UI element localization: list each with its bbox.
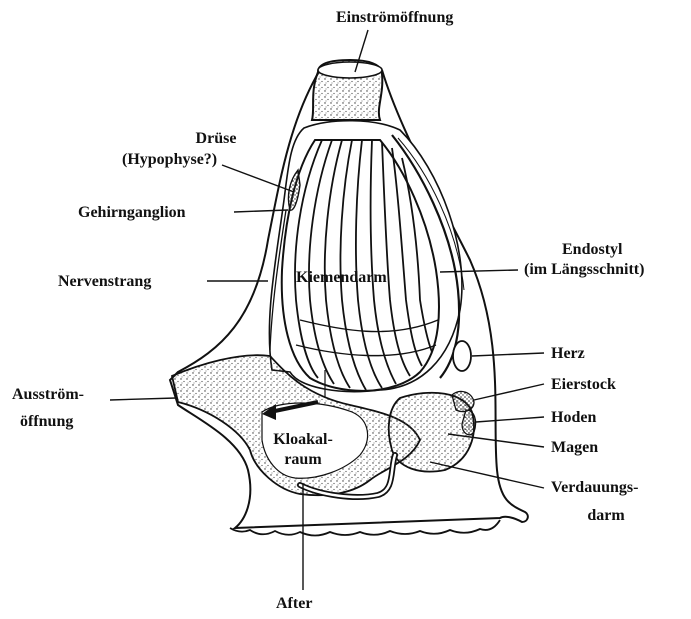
label-verdauungsdarm-2: darm [576,506,636,525]
label-endostyl: Endostyl [562,240,622,259]
label-kiemendarm: Kiemendarm [296,268,387,287]
label-verdauungsdarm: Verdauungs- [551,478,638,497]
label-magen: Magen [551,438,598,457]
label-endostyl-detail: (im Längsschnitt) [524,260,644,279]
ovary [452,391,474,411]
label-herz: Herz [551,344,585,363]
label-druese: Drüse [160,129,272,148]
label-eierstock: Eierstock [551,375,616,394]
label-hypophyse: (Hypophyse?) [122,150,217,169]
label-hoden: Hoden [551,408,596,427]
label-nervenstrang: Nervenstrang [58,272,151,291]
label-einstroemoeffnung: Einströmöffnung [336,8,453,27]
label-gehirnganglion: Gehirnganglion [78,203,186,222]
heart [453,341,471,371]
label-after: After [276,594,312,613]
label-kloakalraum-2: raum [262,450,344,469]
label-ausstroemoeffnung-2: öffnung [20,412,73,431]
label-ausstroemoeffnung: Ausström- [12,385,84,404]
label-kloakalraum: Kloakal- [262,430,344,449]
